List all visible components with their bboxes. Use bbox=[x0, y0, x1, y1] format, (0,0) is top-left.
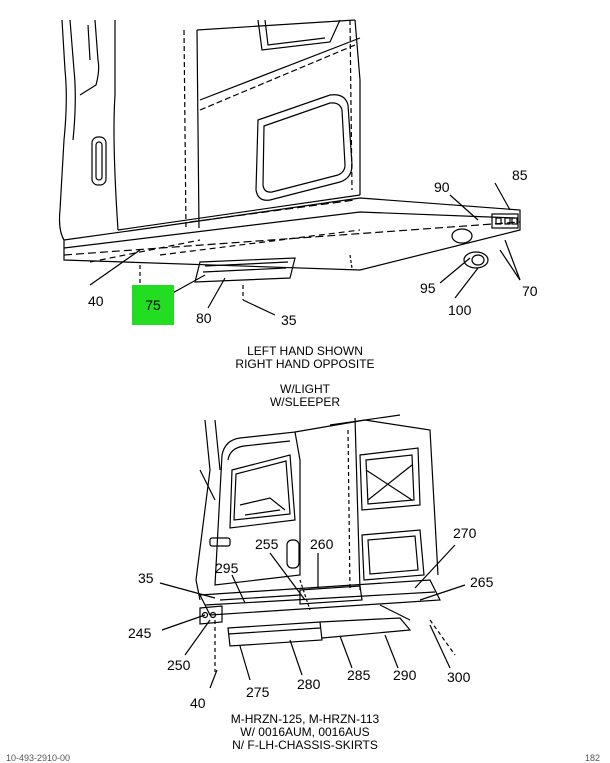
callout-300[interactable]: 300 bbox=[447, 669, 471, 685]
bottom-caption-line1: M-HRZN-125, M-HRZN-113 bbox=[230, 712, 380, 726]
callout-35[interactable]: 35 bbox=[281, 312, 297, 328]
callout-40[interactable]: 40 bbox=[88, 293, 104, 309]
callout-85[interactable]: 85 bbox=[512, 167, 528, 183]
callout-245[interactable]: 245 bbox=[128, 625, 152, 641]
top-caption-line1: LEFT HAND SHOWN bbox=[247, 344, 363, 358]
callout-75-highlight[interactable]: 75 bbox=[132, 285, 174, 325]
top-cab-drawing bbox=[58, 19, 521, 316]
bottom-caption-line3: N/ F-LH-CHASSIS-SKIRTS bbox=[232, 738, 378, 752]
top-caption-line3: W/LIGHT bbox=[280, 382, 330, 396]
callout-275[interactable]: 275 bbox=[246, 684, 270, 700]
callout-80[interactable]: 80 bbox=[196, 310, 212, 326]
callout-255[interactable]: 255 bbox=[255, 536, 279, 552]
callout-285[interactable]: 285 bbox=[347, 667, 371, 683]
callout-100[interactable]: 100 bbox=[448, 302, 472, 318]
top-caption-line4: W/SLEEPER bbox=[269, 395, 341, 409]
callout-40-bottom[interactable]: 40 bbox=[190, 695, 206, 711]
callout-260[interactable]: 260 bbox=[310, 536, 334, 552]
callout-290[interactable]: 290 bbox=[393, 667, 417, 683]
callout-280[interactable]: 280 bbox=[297, 676, 321, 692]
bottom-caption-line2: W/ 0016AUM, 0016AUS bbox=[240, 725, 370, 739]
callout-35-bottom[interactable]: 35 bbox=[138, 570, 154, 586]
callout-95[interactable]: 95 bbox=[420, 280, 436, 296]
callout-265[interactable]: 265 bbox=[470, 574, 494, 590]
footer-page-number: 182 bbox=[585, 753, 601, 763]
top-caption-line2: RIGHT HAND OPPOSITE bbox=[235, 357, 375, 371]
callout-250[interactable]: 250 bbox=[167, 657, 191, 673]
callout-270[interactable]: 270 bbox=[453, 525, 477, 541]
footer-drawing-number: 10-493-2910-00 bbox=[6, 753, 71, 763]
callout-70[interactable]: 70 bbox=[522, 283, 538, 299]
bottom-cab-drawing bbox=[159, 414, 466, 689]
callout-75-label: 75 bbox=[145, 297, 161, 313]
callout-90[interactable]: 90 bbox=[434, 179, 450, 195]
callout-295[interactable]: 295 bbox=[215, 560, 239, 576]
